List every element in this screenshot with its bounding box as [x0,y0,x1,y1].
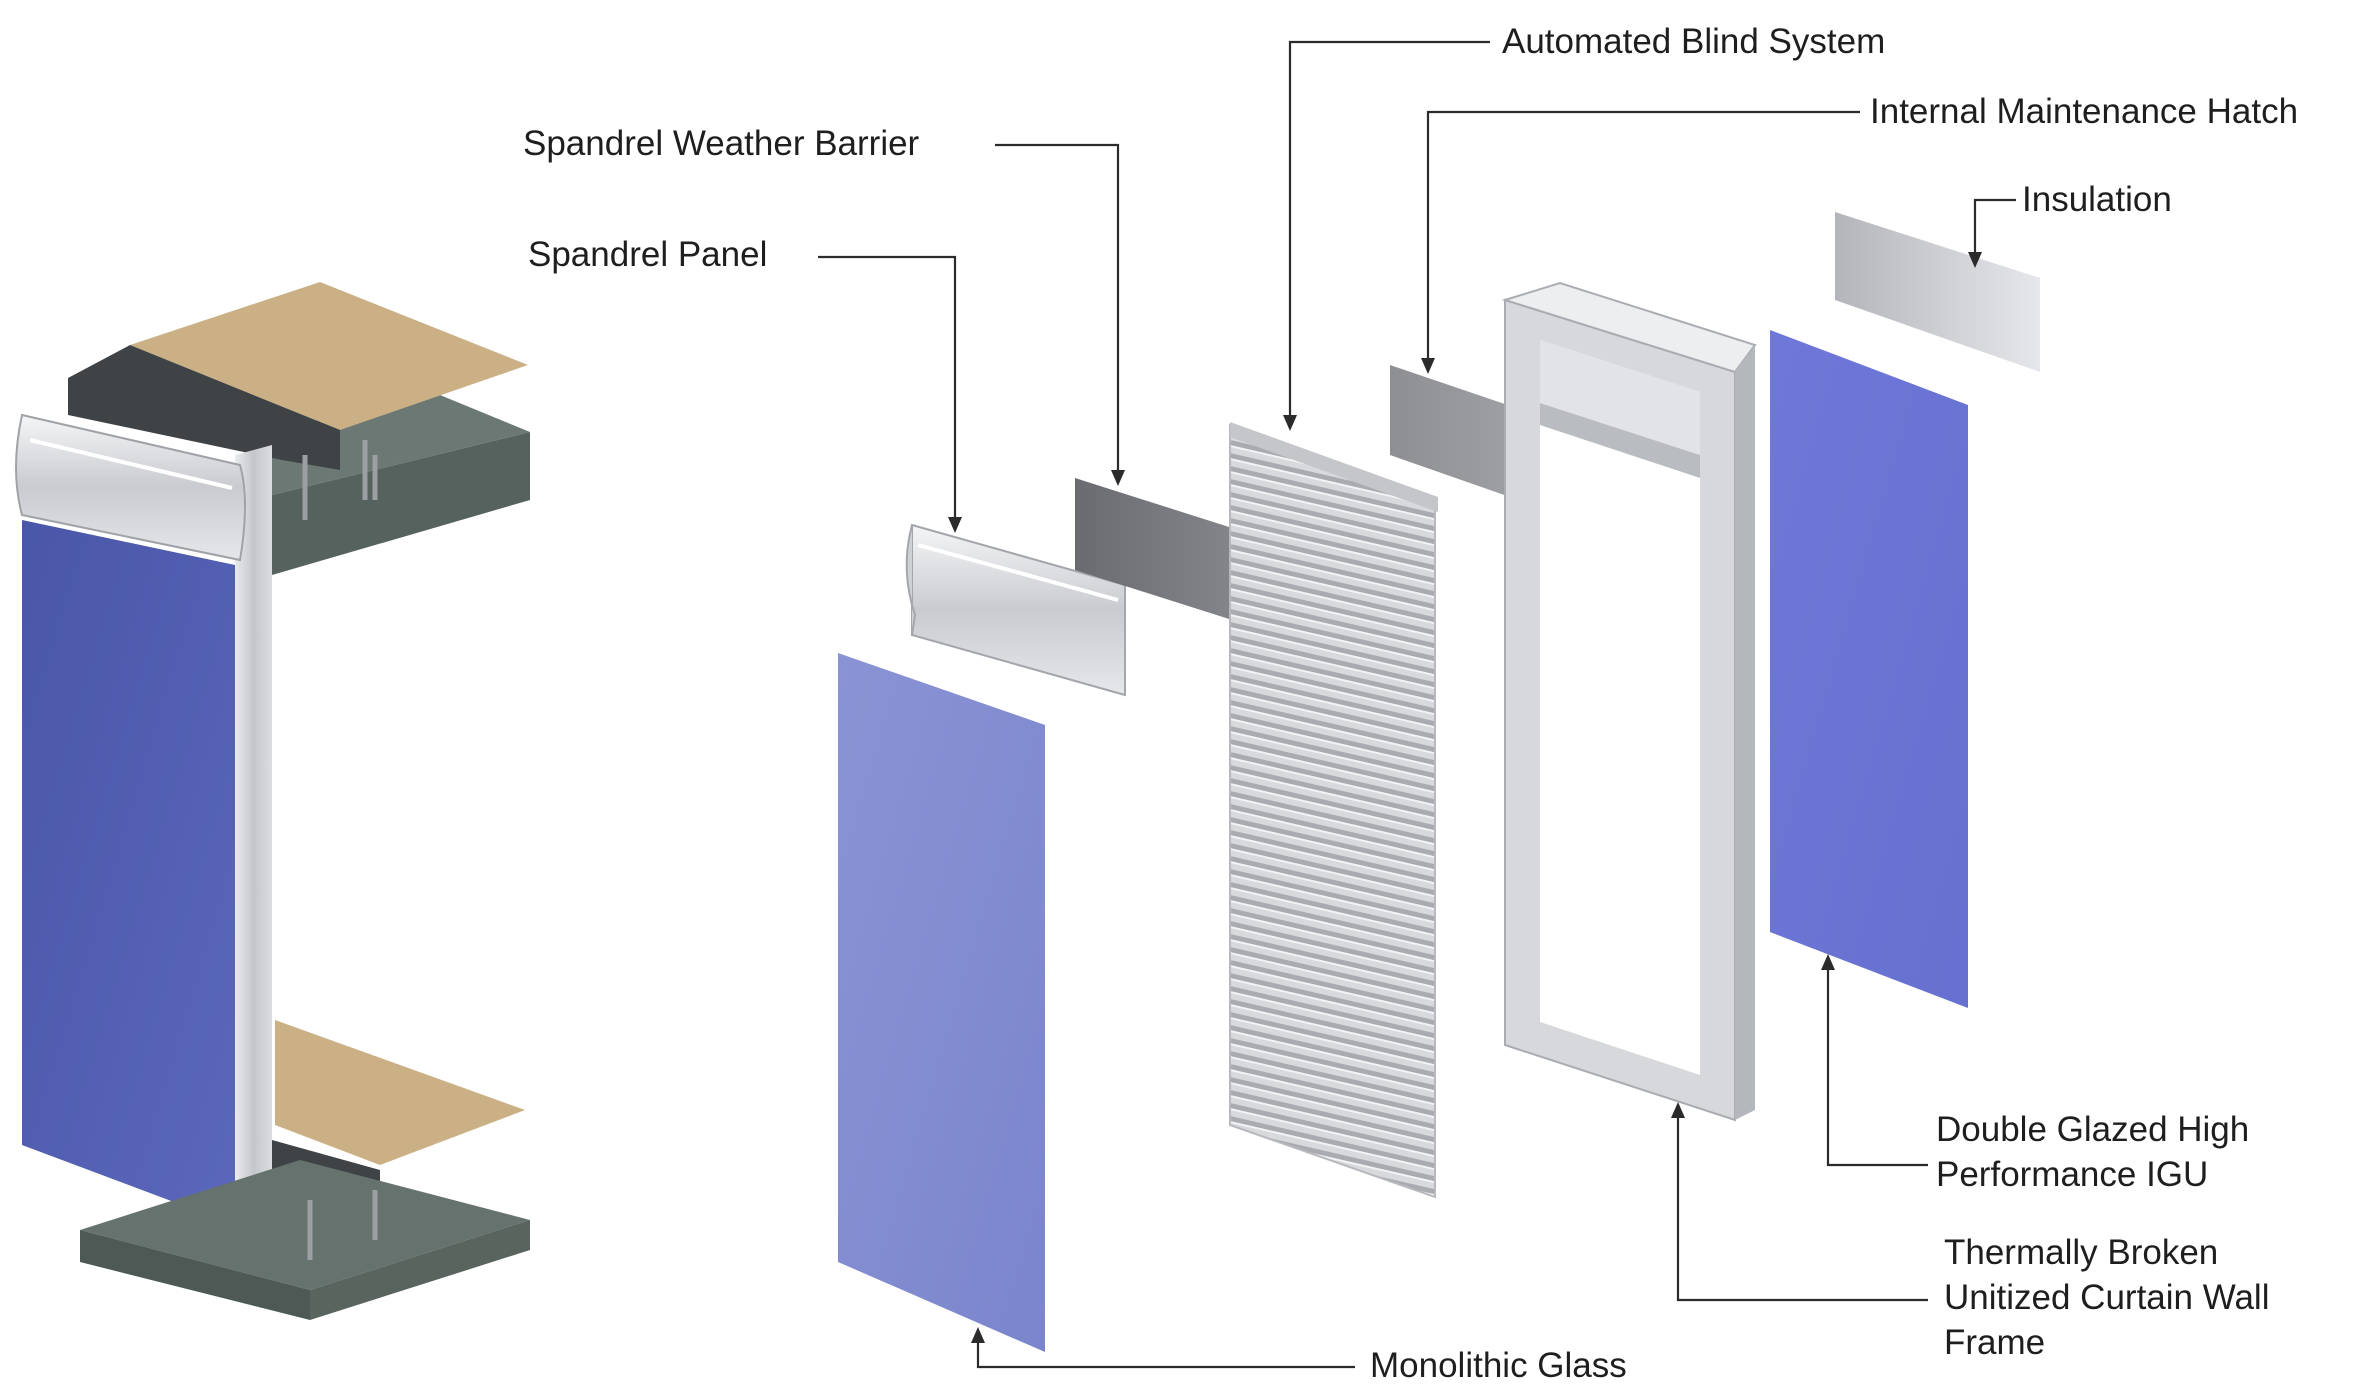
label-monolithic-glass: Monolithic Glass [1370,1346,1627,1385]
spandrel-panel-part [905,523,1126,697]
label-insulation: Insulation [2022,180,2172,219]
assembled-curtain-wall-unit [15,282,530,1320]
insulation-part [1835,212,2040,372]
label-double-glazed-igu-line-1: Double Glazed High [1936,1110,2250,1149]
leader-monolithic-glass [976,1333,1355,1369]
lower-floor-finish [275,1020,525,1165]
label-internal-maintenance-hatch: Internal Maintenance Hatch [1870,92,2299,131]
curtain-wall-frame-part [1501,281,1757,1122]
leader-insulation [1973,198,2016,262]
label-double-glazed-igu-line-2: Performance IGU [1936,1155,2209,1194]
transom-highlight [29,438,233,490]
label-curtain-wall-frame-line-1: Thermally Broken [1944,1233,2219,1272]
lower-slab [80,1230,310,1320]
lower-slab-side [310,1220,530,1320]
monolithic-glass-panel [838,653,1045,1352]
spandrel-weather-barrier-part [1075,478,1270,632]
vertical-mullion [235,445,272,1235]
upper-slab [272,432,530,575]
upper-anchor-bolts [302,440,378,520]
lower-slab-top [80,1160,530,1290]
upper-edge-beam [68,345,340,470]
double-glazed-igu-part [1770,330,1968,1008]
leader-curtain-wall-frame [1676,1108,1928,1302]
label-double-glazed-igu: Double Glazed High Performance IGU [1936,1107,2249,1197]
leader-lines [818,40,2016,1369]
automated-blind-system-part [1229,422,1438,1199]
upper-floor-finish [130,282,528,430]
label-spandrel-panel: Spandrel Panel [528,235,768,274]
label-curtain-wall-frame-line-2: Unitized Curtain Wall [1944,1278,2270,1317]
label-curtain-wall-frame-line-3: Frame [1944,1323,2046,1362]
lower-anchor-bolts [307,1190,378,1260]
label-curtain-wall-frame: Thermally Broken Unitized Curtain Wall F… [1944,1230,2269,1365]
leader-maintenance-hatch [1426,110,1860,368]
leader-igu [1826,960,1928,1167]
leader-automated-blind [1288,40,1490,425]
leader-spandrel-panel [818,255,957,527]
label-automated-blind-system: Automated Blind System [1502,22,1886,61]
leader-spandrel-weather-barrier [995,143,1120,480]
assembled-glazing-panel [22,520,235,1225]
label-spandrel-weather-barrier: Spandrel Weather Barrier [523,124,920,163]
